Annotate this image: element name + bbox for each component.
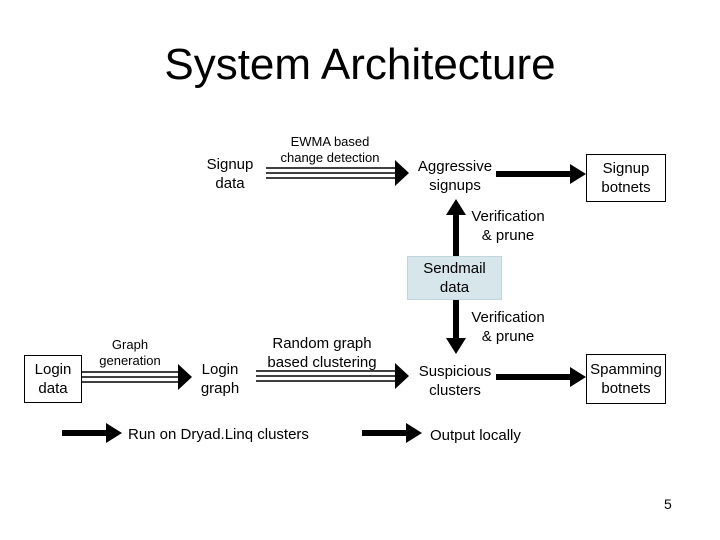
random-graph-label: Random graph based clustering: [267, 335, 377, 371]
signup-botnets-node: Signup botnets: [586, 154, 666, 202]
ewma-label: EWMA based change detection: [280, 134, 380, 165]
login-graph-node: Login graph: [192, 355, 248, 403]
verification-bottom-label: Verification & prune: [471, 309, 545, 345]
verification-top-label: Verification & prune: [471, 208, 545, 244]
legend-local-label: Output locally: [430, 427, 521, 444]
spamming-botnets-node: Spamming botnets: [586, 354, 666, 404]
verify-up-arrow: [446, 199, 466, 256]
graph-generation-label: Graph generation: [99, 337, 161, 368]
signup-data-node: Signup data: [199, 149, 261, 198]
aggressive-signups-node: Aggressive signups: [414, 152, 496, 199]
sendmail-data-node: Sendmail data: [407, 256, 502, 300]
graph-generation-dryad-arrow: [82, 364, 192, 390]
legend-dryad-label: Run on Dryad.Linq clusters: [128, 426, 309, 443]
slide-title: System Architecture: [164, 40, 556, 89]
suspicious-clusters-node: Suspicious clusters: [414, 357, 496, 405]
suspicious-to-spamming-arrow: [495, 367, 586, 387]
legend-local-arrow: [362, 423, 422, 443]
aggressive-to-botnets-arrow: [495, 164, 586, 184]
random-graph-dryad-arrow: [256, 363, 409, 389]
legend-dryad-arrow: [62, 423, 122, 443]
login-data-node: Login data: [24, 355, 82, 403]
verify-down-arrow: [446, 300, 466, 354]
ewma-dryad-arrow: [266, 160, 409, 186]
page-number: 5: [664, 496, 672, 512]
